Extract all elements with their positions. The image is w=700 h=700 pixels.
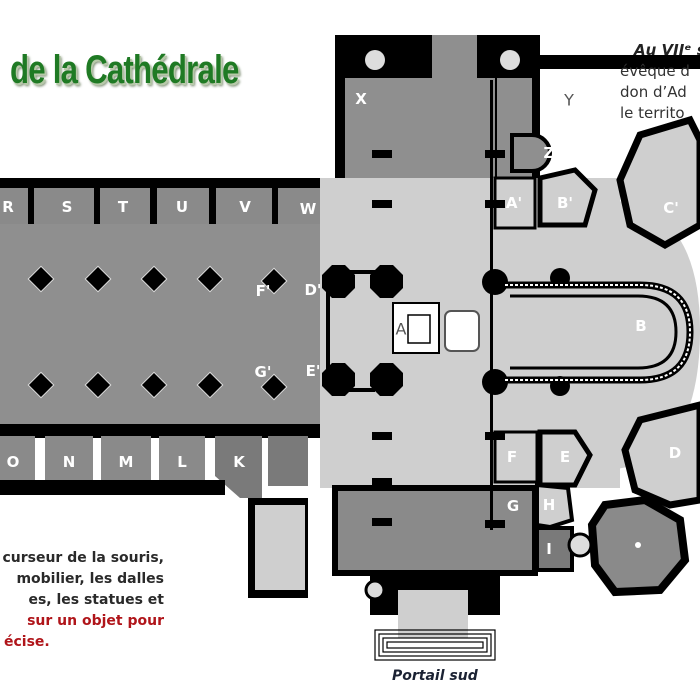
- chapel-v[interactable]: V: [239, 198, 251, 216]
- choir-b[interactable]: B: [635, 317, 647, 335]
- chapel-h[interactable]: H: [542, 496, 556, 514]
- portail-sud-label: Portail sud: [392, 668, 478, 684]
- chapel-b-prime[interactable]: B': [556, 194, 574, 212]
- chapel-s[interactable]: S: [61, 198, 73, 216]
- zone-y-label[interactable]: Y: [564, 90, 574, 110]
- chapel-r[interactable]: R: [2, 198, 14, 216]
- stair-icon: [364, 579, 386, 601]
- chapel-f[interactable]: F: [506, 448, 518, 466]
- chapel-l[interactable]: L: [177, 453, 187, 471]
- zone-g[interactable]: G: [506, 497, 520, 515]
- south-chapels: [0, 436, 308, 598]
- intro-text: Au VIIᵉ s évêque d don d’Ad le territo: [620, 41, 700, 122]
- pillar-d-prime[interactable]: D': [304, 281, 322, 299]
- chapel-u[interactable]: U: [175, 198, 189, 216]
- chapel-c-prime[interactable]: C': [663, 199, 679, 217]
- stair-icon: [567, 532, 593, 558]
- chapel-z[interactable]: Z: [543, 144, 555, 162]
- pillar-e-prime[interactable]: E': [305, 362, 321, 380]
- chapel-a-prime[interactable]: A': [505, 194, 523, 212]
- portal-steps: [374, 629, 496, 661]
- chapel-n[interactable]: N: [62, 453, 76, 471]
- altar-table[interactable]: [444, 310, 480, 352]
- stair-icon: [500, 50, 520, 70]
- chapel-o[interactable]: O: [6, 453, 20, 471]
- pillar-f-prime[interactable]: F': [255, 282, 271, 300]
- chapel-t[interactable]: T: [117, 198, 129, 216]
- page-title: de la Cathédrale: [10, 48, 239, 92]
- stair-icon: [365, 50, 385, 70]
- chapel-m[interactable]: M: [118, 453, 134, 471]
- altar-a-label[interactable]: A: [395, 319, 407, 339]
- north-chapels: [0, 188, 332, 224]
- help-text: curseur de la souris, mobilier, les dall…: [2, 550, 164, 650]
- pillar-g-prime[interactable]: G': [254, 363, 272, 381]
- chapel-e[interactable]: E: [559, 448, 571, 466]
- chapel-i[interactable]: I: [546, 540, 552, 558]
- chapel-d[interactable]: D: [668, 444, 682, 462]
- altar-a[interactable]: [392, 302, 440, 354]
- chapel-k[interactable]: K: [233, 453, 245, 471]
- zone-x-label[interactable]: X: [355, 90, 367, 108]
- chapel-w[interactable]: W: [299, 200, 317, 218]
